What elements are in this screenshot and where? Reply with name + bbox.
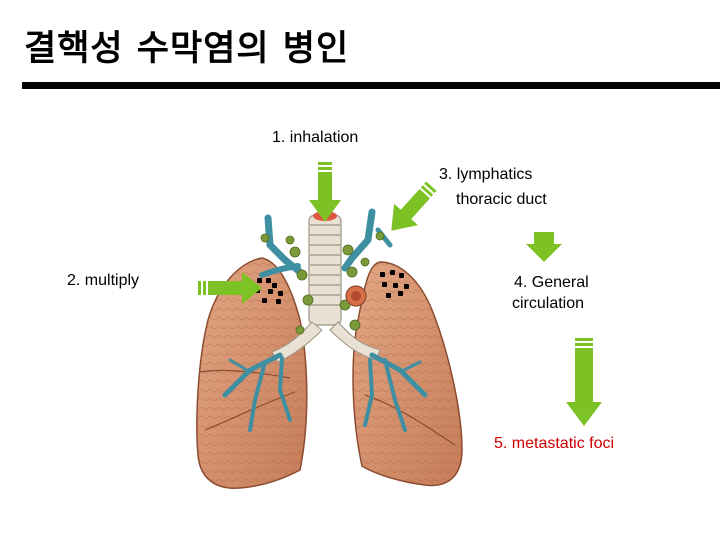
bronchial-tree [222,208,428,432]
label-circulation: circulation [512,295,585,312]
multiply-arrow [198,272,262,304]
label-metastatic-foci: 5. metastatic foci [494,435,615,452]
bacteria-cluster-left [255,278,283,304]
hilar-vessel [345,285,367,307]
label-lymphatics: 3. lymphatics [439,166,533,183]
left-lung [352,261,463,487]
label-multiply: 2. multiply [67,272,140,289]
page-title: 결핵성 수막염의 병인 [24,29,350,69]
inhalation-arrow [309,162,341,222]
bacteria-cluster-right [380,270,409,298]
label-inhalation: 1. inhalation [272,129,359,146]
circulation-arrow-short [526,232,562,262]
title-divider [22,82,720,89]
label-thoracic-duct: thoracic duct [456,191,547,208]
metastatic-arrow [566,338,602,426]
lymphatics-arrow [391,181,437,231]
lymph-nodes [260,231,385,335]
label-general: 4. General [514,274,589,291]
right-lung [196,257,308,489]
